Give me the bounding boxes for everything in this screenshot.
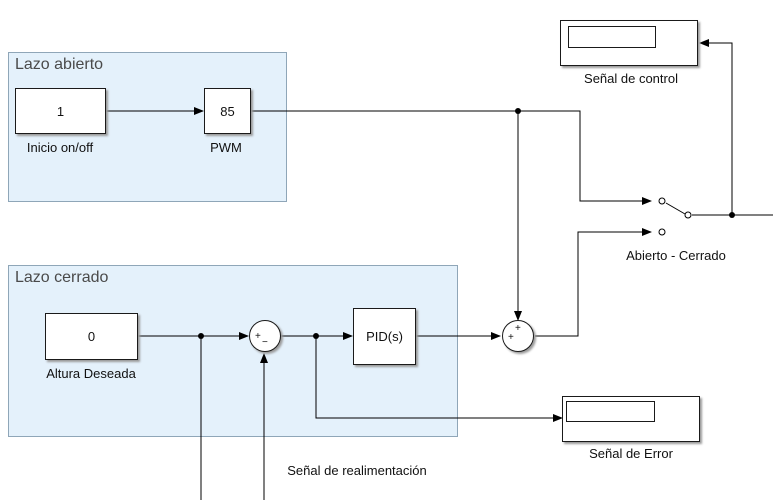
- sum2-block[interactable]: + +: [502, 320, 534, 352]
- scope-error-label: Señal de Error: [589, 446, 673, 461]
- constant-pwm-block[interactable]: 85: [204, 88, 251, 134]
- scope-error-screen: [566, 401, 655, 422]
- scope-control-screen: [568, 26, 656, 48]
- sum1-sign-minus: −: [262, 337, 268, 348]
- wire-sum2-switch: [535, 228, 652, 337]
- switch-contact-lower: [658, 228, 666, 236]
- area-lazo-abierto-title: Lazo abierto: [15, 56, 104, 73]
- constant-inicio-value: 1: [56, 103, 65, 119]
- constant-inicio-label: Inicio on/off: [26, 140, 94, 155]
- sum2-sign-left: +: [508, 332, 514, 343]
- wire-error-scope: [315, 336, 563, 422]
- wire-pwm-switch: [251, 110, 652, 205]
- pid-block[interactable]: PID(s): [353, 308, 416, 365]
- junction-pwm: [515, 108, 521, 114]
- switch-contact-upper: [658, 197, 666, 205]
- constant-pwm-value: 85: [220, 103, 235, 119]
- constant-inicio-block[interactable]: 1: [15, 88, 106, 134]
- constant-altura-block[interactable]: 0: [45, 313, 138, 360]
- scope-control-block[interactable]: [560, 20, 698, 66]
- constant-altura-value: 0: [87, 329, 96, 344]
- constant-pwm-label: PWM: [210, 140, 242, 155]
- area-lazo-cerrado-title: Lazo cerrado: [15, 269, 109, 286]
- switch-blade: [665, 202, 686, 215]
- switch-label: Abierto - Cerrado: [626, 248, 726, 263]
- sum1-sign-plus: +: [255, 331, 261, 342]
- sum1-block[interactable]: + −: [249, 320, 281, 352]
- scope-error-block[interactable]: [562, 396, 700, 442]
- junction-altura: [198, 333, 204, 339]
- scope-control-label: Señal de control: [584, 71, 678, 86]
- wire-control-scope: [699, 39, 733, 215]
- constant-altura-label: Altura Deseada: [46, 366, 136, 381]
- sum2-sign-top: +: [515, 323, 521, 334]
- switch-pivot: [684, 211, 692, 219]
- junction-error: [313, 333, 319, 339]
- junction-output: [729, 212, 735, 218]
- pid-block-label: PID(s): [366, 329, 403, 344]
- feedback-label: Señal de realimentación: [287, 463, 427, 478]
